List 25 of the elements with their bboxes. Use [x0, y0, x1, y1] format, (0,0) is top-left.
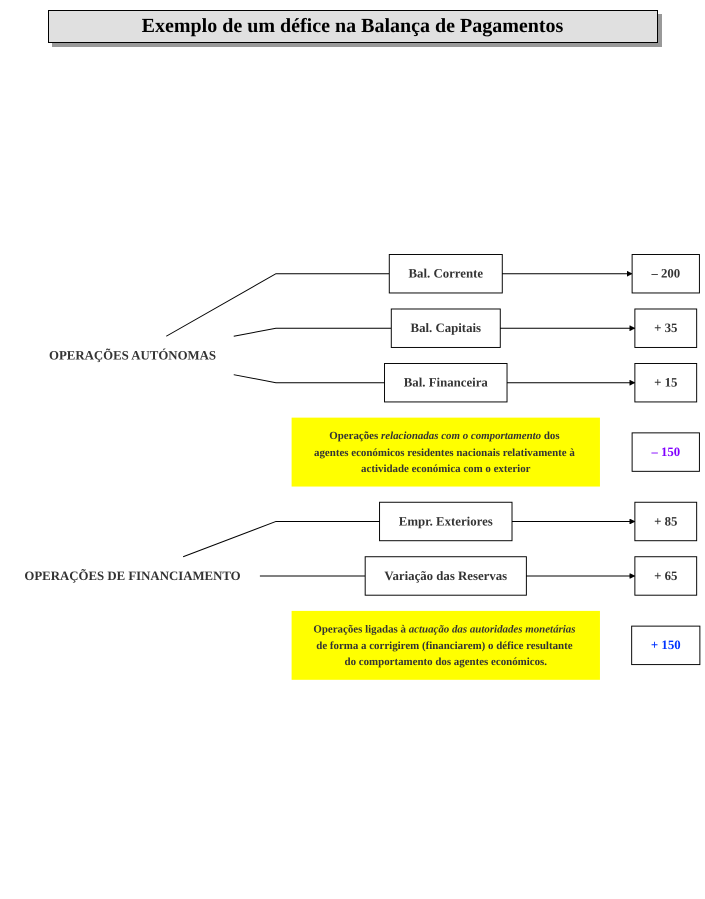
node-box: Operações relacionadas com o comportamento dos agentes económicos residentes nacionais relativamente à actividade económica com o exterior [292, 418, 600, 487]
node-box: Bal. Corrente [388, 254, 503, 294]
node-box: + 15 [634, 363, 698, 402]
node-box: + 35 [634, 308, 698, 348]
node-box: – 200 [632, 254, 700, 294]
connector [166, 273, 390, 337]
node-box: – 150 [632, 432, 700, 472]
node-box: Operações ligadas à actuação das autoridades monetárias de forma a corrigirem (financiarem) o défice resultante do comportamento dos agentes económicos. [292, 610, 600, 680]
arrow [502, 270, 632, 277]
node-box: Empr. Exteriores [379, 502, 512, 542]
node-text: OPERAÇÕES AUTÓNOMAS [48, 348, 216, 363]
node-box: Variação das Reservas [364, 556, 527, 596]
arrow [526, 573, 636, 579]
arrow [500, 325, 636, 332]
connector [233, 328, 392, 337]
arrow [506, 380, 636, 386]
node-text: OPERAÇÕES DE FINANCIAMENTO [24, 568, 241, 584]
connector [233, 374, 385, 384]
node-box: + 85 [634, 502, 698, 542]
arrow [512, 518, 636, 524]
node-box: Bal. Capitais [390, 308, 501, 348]
node-box: Bal. Financeira [384, 363, 508, 402]
node-box: + 150 [631, 626, 700, 666]
connector [182, 521, 380, 558]
node-box: + 65 [634, 556, 698, 596]
